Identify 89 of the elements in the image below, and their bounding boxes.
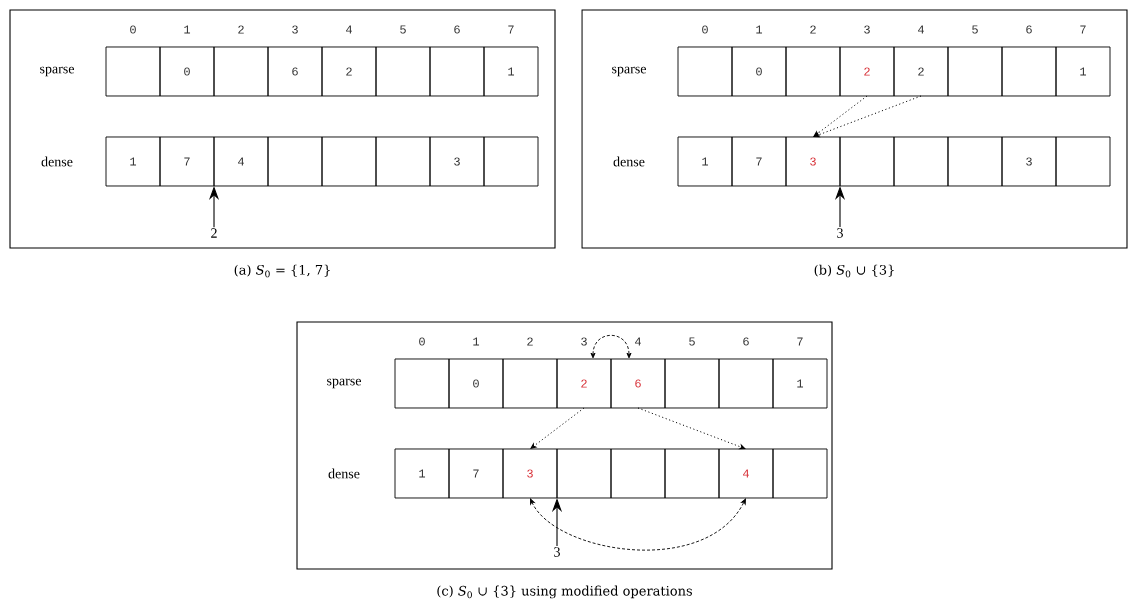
curved-arrow [530, 498, 746, 551]
pointer-label: 3 [837, 228, 843, 238]
array-cell: 3 [1001, 136, 1057, 187]
array-cell [610, 448, 666, 499]
index-label: 5 [689, 337, 695, 346]
array-cell: 3 [429, 136, 485, 187]
array-cell [213, 46, 269, 97]
index-label: 1 [184, 25, 191, 34]
array-cell: 6 [267, 46, 323, 97]
array-cell [839, 136, 895, 187]
index-label: 1 [756, 25, 762, 34]
array-cell: 1 [677, 136, 733, 187]
array-cell [556, 448, 612, 499]
array-cell: 2 [839, 46, 895, 97]
index-label: 6 [743, 337, 749, 346]
index-label: 4 [635, 337, 641, 346]
index-label: 7 [508, 25, 514, 34]
index-label: 2 [238, 25, 244, 34]
index-label: 2 [527, 337, 533, 346]
index-label: 3 [864, 25, 870, 34]
array-cell: 6 [610, 358, 666, 409]
array-cell [893, 136, 949, 187]
array-cell [947, 136, 1003, 187]
index-label: 7 [1080, 25, 1086, 34]
array-cell: 0 [448, 358, 504, 409]
array-cell [718, 358, 774, 409]
array-cell [375, 46, 431, 97]
array-cell [785, 46, 841, 97]
row-label: dense [328, 468, 360, 479]
array-cell: 1 [483, 46, 539, 97]
index-label: 6 [454, 25, 460, 34]
panel-title: (a) S$_{0}$ = {1, 7} [234, 264, 330, 278]
array-cell: 1 [772, 358, 828, 409]
array-cell [664, 448, 720, 499]
panel-title: (c) S$_{0}$ ∪ {3} using modified operations [437, 585, 692, 599]
index-label: 0 [419, 337, 425, 346]
pointer-label: 3 [554, 547, 560, 557]
index-label: 0 [702, 25, 708, 34]
pointer-label: 2 [211, 228, 217, 238]
array-cell [267, 136, 323, 187]
arrow [530, 407, 585, 449]
array-cell [947, 46, 1003, 97]
array-cell: 3 [785, 136, 841, 187]
index-label: 4 [346, 25, 352, 34]
index-label: 3 [292, 25, 298, 34]
array-cell: 3 [502, 448, 558, 499]
array-cell: 0 [159, 46, 215, 97]
array-cell [1055, 136, 1111, 187]
array-cell: 1 [1055, 46, 1111, 97]
index-label: 0 [130, 25, 136, 34]
index-label: 7 [797, 337, 803, 346]
array-cell [772, 448, 828, 499]
arrow [813, 95, 922, 138]
array-cell [394, 358, 450, 409]
curved-arrow [590, 334, 632, 359]
index-label: 5 [400, 25, 406, 34]
row-label: sparse [327, 378, 361, 389]
index-label: 3 [581, 337, 587, 346]
array-cell: 7 [731, 136, 787, 187]
index-label: 5 [972, 25, 978, 34]
row-label: dense [613, 156, 645, 167]
array-cell: 7 [159, 136, 215, 187]
array-cell: 4 [213, 136, 269, 187]
array-cell: 2 [893, 46, 949, 97]
array-cell: 0 [731, 46, 787, 97]
array-cell [429, 46, 485, 97]
index-label: 6 [1026, 25, 1032, 34]
array-cell [664, 358, 720, 409]
array-cell [105, 46, 161, 97]
index-label: 4 [918, 25, 924, 34]
index-label: 2 [810, 25, 816, 34]
array-cell: 2 [556, 358, 612, 409]
array-cell [502, 358, 558, 409]
array-cell [1001, 46, 1057, 97]
row-label: sparse [40, 66, 74, 77]
panel-title: (b) S$_{0}$ ∪ {3} [814, 264, 894, 278]
array-cell: 7 [448, 448, 504, 499]
array-cell [375, 136, 431, 187]
arrow [637, 407, 746, 450]
array-cell: 2 [321, 46, 377, 97]
row-label: sparse [612, 66, 646, 77]
array-cell: 1 [105, 136, 161, 187]
array-cell [677, 46, 733, 97]
array-cell: 1 [394, 448, 450, 499]
array-cell [483, 136, 539, 187]
array-cell: 4 [718, 448, 774, 499]
index-label: 1 [473, 337, 479, 346]
array-cell [321, 136, 377, 187]
row-label: dense [41, 156, 73, 167]
